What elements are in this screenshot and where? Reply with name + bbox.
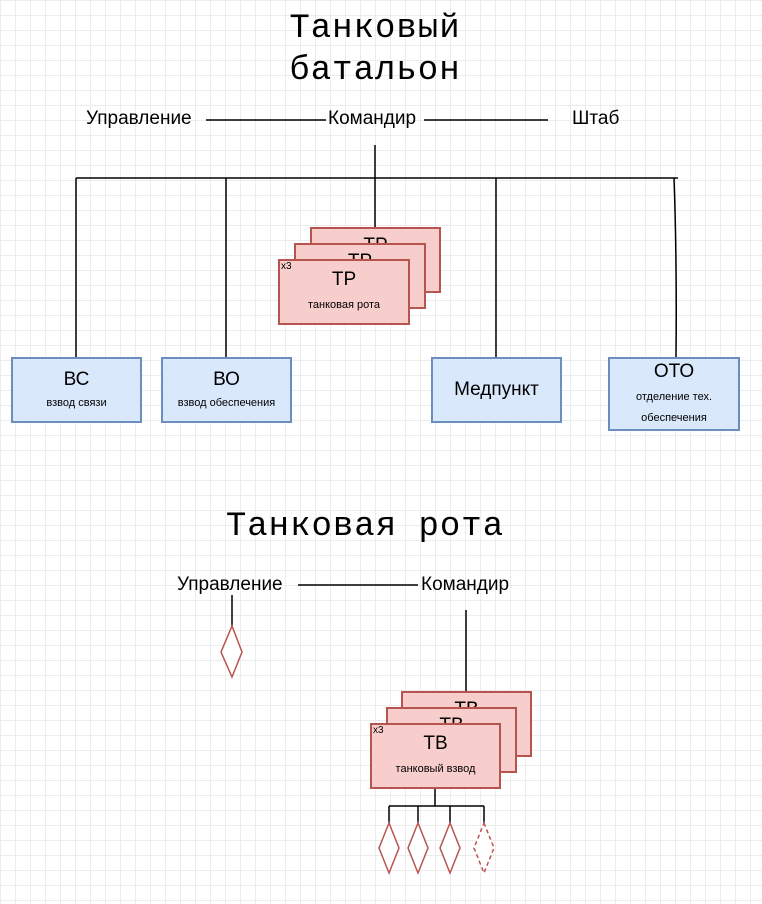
unit-vo-label: ВО xyxy=(213,369,240,390)
company-commander-label: Командир xyxy=(421,574,510,595)
tank-diamond-icon xyxy=(378,820,400,876)
unit-oto-label: ОТО xyxy=(653,361,695,382)
company-title: Танковая рота xyxy=(225,508,505,546)
unit-vo-node[interactable]: ВО взвод обеспечения xyxy=(161,357,292,423)
tank-company-node[interactable]: ТР танковая рота xyxy=(278,259,410,325)
tank-platoon-sublabel: танковый взвод xyxy=(395,763,476,775)
tank-diamond-icon xyxy=(439,820,461,876)
unit-vs-label: ВС xyxy=(63,369,90,390)
battalion-staff-label: Штаб xyxy=(572,108,620,129)
battalion-control-label: Управление xyxy=(86,108,192,129)
battalion-title-line1: Танковый xyxy=(289,10,461,48)
unit-medpunkt-label: Медпункт xyxy=(454,379,539,400)
unit-vs-node[interactable]: ВС взвод связи xyxy=(11,357,142,423)
tank-diamond-icon xyxy=(407,820,429,876)
company-multiplier: x3 xyxy=(281,261,292,272)
tank-platoon-node[interactable]: ТВ танковый взвод xyxy=(370,723,501,789)
optional-tank-diamond-icon xyxy=(473,820,495,876)
tank-platoon-label: ТВ xyxy=(423,733,448,754)
battalion-commander-label: Командир xyxy=(328,108,417,129)
unit-vs-sublabel: взвод связи xyxy=(46,397,107,409)
unit-medpunkt-node[interactable]: Медпункт xyxy=(431,357,562,423)
control-diamond-icon xyxy=(220,623,243,679)
unit-vo-sublabel: взвод обеспечения xyxy=(177,397,276,409)
tank-company-label: ТР xyxy=(331,269,357,290)
tank-company-sublabel: танковая рота xyxy=(307,299,381,311)
platoon-multiplier: x3 xyxy=(373,725,384,736)
company-control-label: Управление xyxy=(177,574,283,595)
oto-drop-line xyxy=(673,177,677,358)
unit-oto-sublabel: отделение тех. обеспечения xyxy=(636,391,712,424)
battalion-title-line2: батальон xyxy=(289,52,461,90)
unit-oto-node[interactable]: ОТО отделение тех. обеспечения xyxy=(608,357,740,431)
battalion-title: Танковый батальон xyxy=(200,8,550,92)
